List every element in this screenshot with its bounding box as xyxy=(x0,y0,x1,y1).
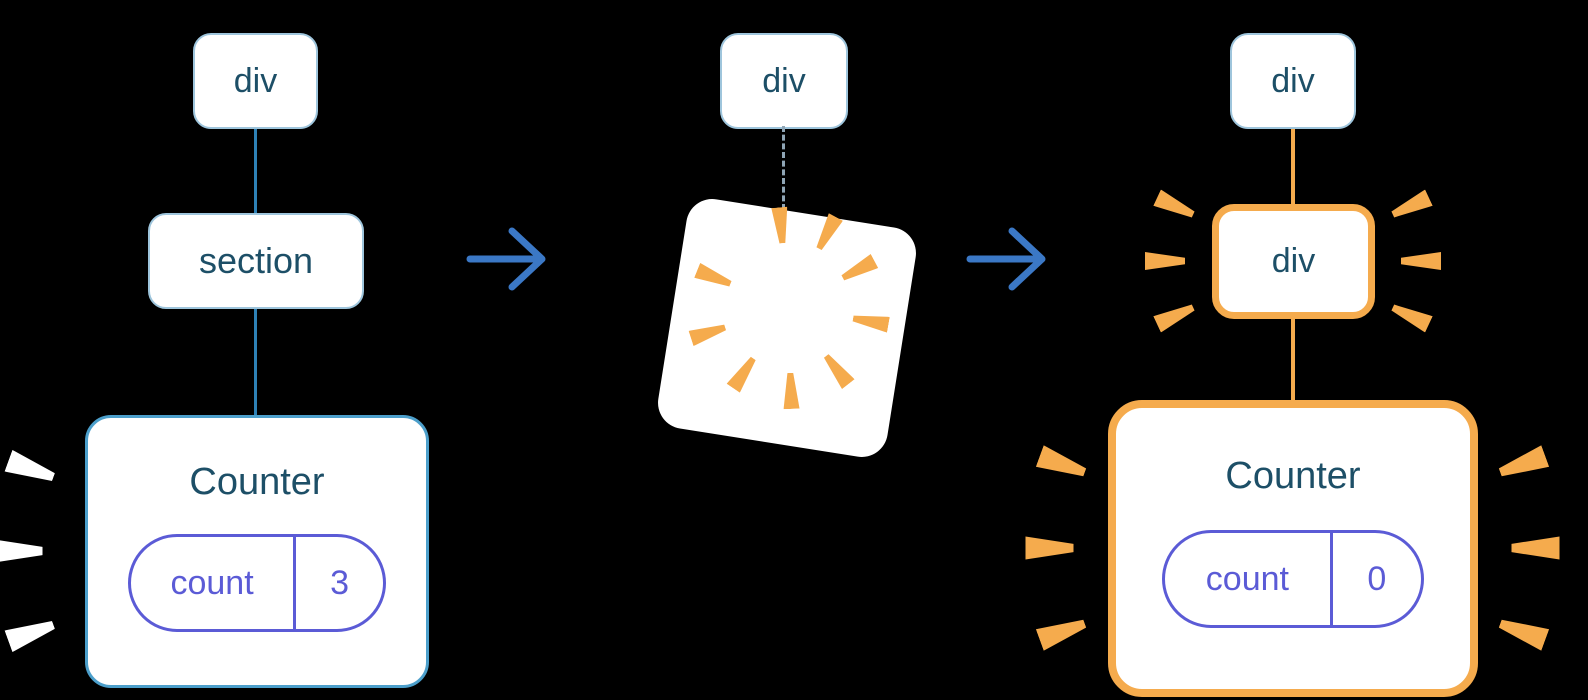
spark-icon xyxy=(1036,445,1089,483)
spark-icon xyxy=(1026,537,1074,560)
node-label: section xyxy=(198,240,314,281)
node-label: div xyxy=(1271,61,1315,100)
tree-connector xyxy=(254,306,257,418)
right-arrow-icon xyxy=(966,227,1046,291)
dashed-connector xyxy=(782,126,785,210)
spark-icon xyxy=(1401,252,1441,270)
spark-icon xyxy=(1389,299,1433,332)
spark-icon xyxy=(1153,189,1197,222)
tree-connector xyxy=(254,126,257,216)
component-title: Counter xyxy=(1225,455,1361,497)
state-pill: count 0 xyxy=(1162,530,1424,628)
spark-icon xyxy=(0,540,43,563)
counter-component: Counter count 0 xyxy=(1108,400,1478,697)
tree-connector xyxy=(1291,316,1295,404)
dom-node-div: div xyxy=(193,33,318,129)
dom-node-div: div xyxy=(720,33,848,129)
spark-icon xyxy=(4,450,57,488)
state-key: count xyxy=(1165,533,1333,625)
right-arrow-icon xyxy=(466,227,546,291)
spark-icon xyxy=(1496,445,1549,483)
node-label: div xyxy=(762,61,806,100)
component-title: Counter xyxy=(189,461,325,503)
state-value: 0 xyxy=(1367,559,1387,598)
node-label: div xyxy=(1271,242,1316,280)
spark-icon xyxy=(4,614,57,652)
spark-icon xyxy=(1389,189,1433,222)
node-label: div xyxy=(233,61,278,100)
state-pill: count 3 xyxy=(128,534,386,632)
dom-node-div-new: div xyxy=(1212,204,1375,319)
state-key: count xyxy=(131,537,297,629)
spark-icon xyxy=(1036,613,1089,651)
state-value: 3 xyxy=(330,563,350,602)
tree-connector xyxy=(1291,126,1295,210)
spark-icon xyxy=(1512,537,1560,560)
spark-icon xyxy=(1496,613,1549,651)
spark-icon xyxy=(1153,299,1197,332)
counter-component: Counter count 3 xyxy=(85,415,429,688)
spark-icon xyxy=(1145,252,1185,270)
dom-node-section: section xyxy=(148,213,364,309)
dom-node-div: div xyxy=(1230,33,1356,129)
